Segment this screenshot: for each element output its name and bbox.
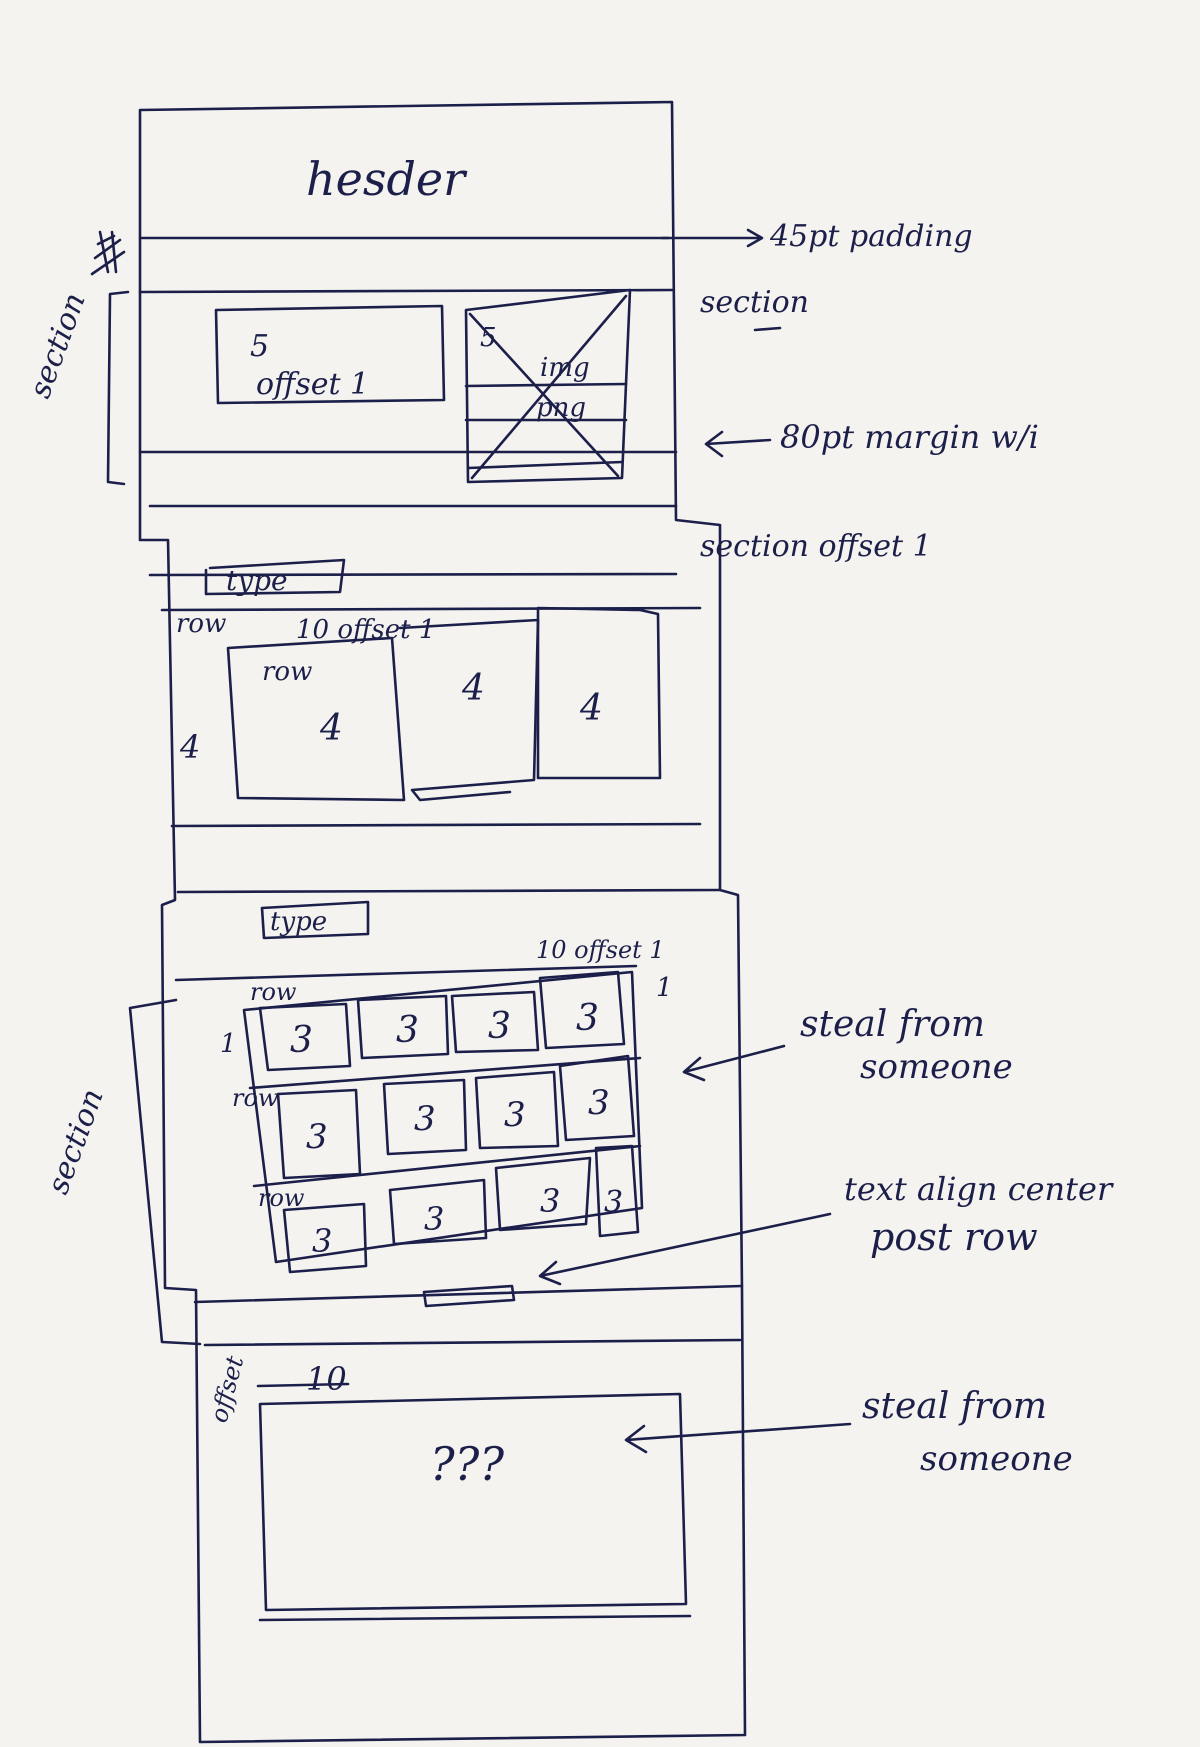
col-c-label: 4 [579,688,603,729]
grid-row-line-2 [252,1144,642,1188]
grid-cell-box [538,970,626,1050]
offset-number-bottom: 10 [306,1360,347,1398]
steal-note-2-line1: steal from [862,1386,1047,1427]
col-a-label: 4 [319,708,343,749]
grid-cell-12: 3 [604,1185,623,1220]
grid-cell-9: 3 [312,1222,332,1260]
text-align-arrow [538,1212,832,1286]
grid-cells: 3 3 3 3 3 3 3 3 3 3 3 3 [258,970,640,1274]
left-tick-marks [90,230,126,276]
type-label-2: type [270,907,327,937]
col-b-label: 4 [461,668,485,709]
padding-arrow [660,228,764,248]
steal-note-1-line2: someone [860,1047,1013,1087]
type-box-1 [204,558,346,596]
grid-container [242,970,644,1264]
image-placeholder-box [464,288,632,484]
section-two-divider [176,888,722,894]
grid-row-label-2: row [232,1084,279,1112]
text-align-note-line2: post row [870,1215,1038,1259]
grid-cell-11: 3 [540,1182,560,1220]
padding-divider [138,288,674,294]
grid-row-label-3: row [258,1184,305,1212]
grid-cell-4: 3 [576,998,599,1039]
offset-block [214,304,446,405]
left-bracket-bottom [128,998,202,1346]
row-label-inner: row [262,657,312,687]
image-placeholder-cross [468,294,628,480]
section-offset-note: section offset 1 [700,529,932,564]
section-note-top: section [700,285,809,320]
grid-cell-10: 3 [424,1200,444,1238]
grid-cell-box [276,1088,362,1180]
footer-divider [258,1614,692,1622]
grid-cell-box [382,1078,468,1156]
grid-cell-box [558,1054,636,1142]
col-box-b [398,618,540,802]
grid-bottom-divider [193,1284,744,1304]
margin-note: 80pt margin w/i [780,418,1039,456]
left-section-label-top: section [23,288,93,402]
grid-cell-box [258,1002,352,1072]
padding-note: 45pt padding [769,219,973,254]
section-offset-divider [148,572,678,577]
row-label-outer: row [176,609,226,639]
grid-row-label-1: row [250,978,297,1006]
section-note-underline [753,326,782,332]
grid-cell-box [388,1178,488,1246]
type-label-1: type [226,564,288,597]
grid-cell-box [594,1144,640,1238]
offset-label-mid: 10 offset 1 [536,936,665,964]
left-four-label: 4 [179,728,200,766]
grid-cell-6: 3 [414,1099,436,1139]
grid-top-divider [174,964,638,982]
col-box-a [226,636,406,802]
row-end-divider [170,822,702,828]
image-placeholder-number: 5 [480,323,497,353]
button-placeholder [422,1284,516,1308]
grid-cell-box [494,1156,592,1232]
grid-cell-3: 3 [488,1006,511,1047]
image-placeholder-img: img [540,353,590,383]
col-box-c [536,606,662,780]
grid-cell-box [356,994,450,1060]
offset-block-text: offset 1 [256,367,369,402]
image-placeholder-lines [464,382,628,470]
left-section-label-bottom: section [41,1084,111,1198]
grid-cell-box [474,1070,560,1150]
grid-cell-1: 3 [290,1020,313,1061]
question-label: ??? [430,1437,504,1491]
image-placeholder-png: png [536,393,586,423]
text-align-note-line1: text align center [844,1170,1114,1208]
right-one-label: 1 [656,973,673,1003]
page-outline [138,100,747,1744]
grid-cell-7: 3 [504,1095,526,1135]
left-bracket-top [106,290,130,486]
offset-block-number: 5 [250,329,269,364]
margin-arrow [704,430,772,458]
offset-bottom-underline [256,1382,350,1388]
bottom-block [258,1392,688,1612]
steal-note-2-line2: someone [920,1439,1073,1479]
grid-cell-box [282,1202,368,1274]
offset-label-bottom: offset [205,1353,250,1426]
grid-cell-box [450,990,540,1054]
steal-note-1-line1: steal from [800,1004,985,1045]
header-label: hesder [306,152,468,206]
grid-cell-8: 3 [588,1083,610,1123]
grid-cell-2: 3 [396,1010,419,1051]
steal-arrow-1 [682,1044,786,1082]
left-one-label: 1 [220,1029,237,1059]
type-box-2 [260,900,370,940]
bottom-block-divider [203,1338,742,1347]
steal-arrow-2 [624,1422,852,1454]
grid-cell-5: 3 [306,1117,328,1157]
